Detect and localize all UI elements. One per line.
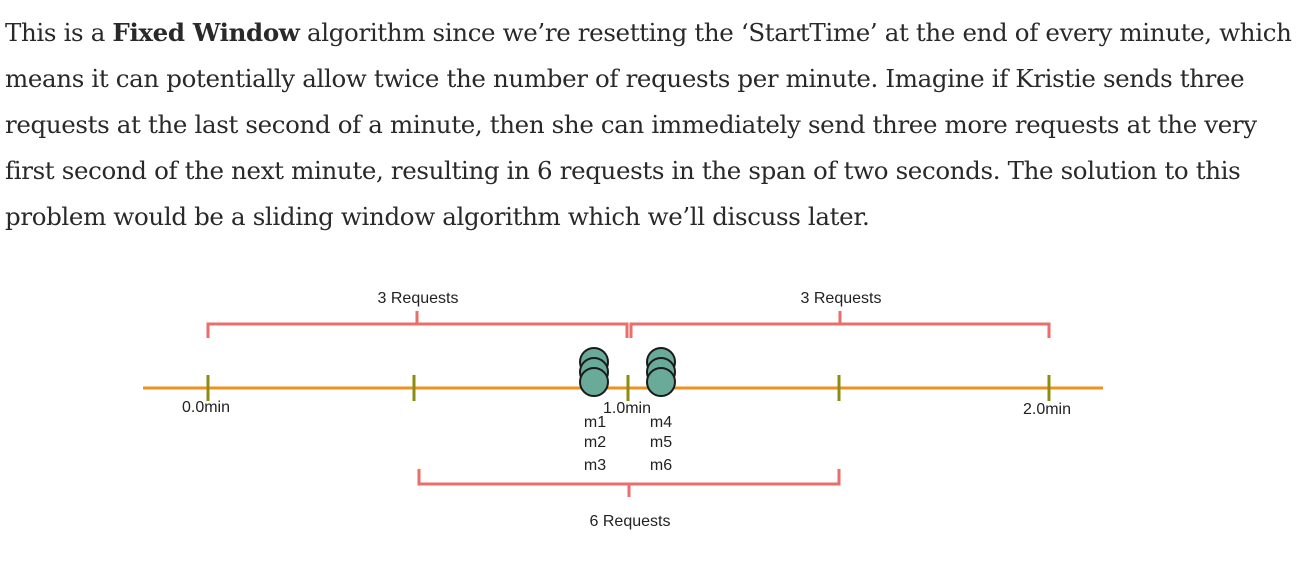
article-paragraph: This is a Fixed Window algorithm since w… bbox=[5, 10, 1295, 240]
request-label-m2: m2 bbox=[584, 434, 606, 451]
request-label-m3: m3 bbox=[584, 457, 606, 474]
bottom-bracket-label: 6 Requests bbox=[590, 513, 671, 530]
request-label-m5: m5 bbox=[650, 434, 672, 451]
paragraph-text-rest: algorithm since we’re resetting the ‘Sta… bbox=[5, 18, 1292, 231]
request-label-m1: m1 bbox=[584, 414, 606, 431]
request-circle-m3 bbox=[579, 367, 609, 397]
request-label-m4: m4 bbox=[650, 414, 672, 431]
top-left-bracket-label: 3 Requests bbox=[378, 290, 459, 307]
top-right-bracket-label: 3 Requests bbox=[801, 290, 882, 307]
timeline-label-middle: 1.0min bbox=[603, 400, 651, 417]
request-circle-m6 bbox=[646, 367, 676, 397]
right-request-stack bbox=[646, 347, 676, 397]
timeline-ticks bbox=[206, 375, 1051, 401]
top-right-bracket bbox=[629, 311, 1051, 338]
top-left-bracket bbox=[206, 311, 629, 338]
timeline-label-end: 2.0min bbox=[1023, 401, 1071, 418]
bottom-bracket bbox=[417, 469, 841, 497]
paragraph-bold-term: Fixed Window bbox=[112, 18, 300, 47]
left-request-stack bbox=[579, 347, 609, 397]
paragraph-text-start: This is a bbox=[5, 18, 113, 47]
timeline-label-start: 0.0min bbox=[182, 399, 230, 416]
request-label-m6: m6 bbox=[650, 457, 672, 474]
